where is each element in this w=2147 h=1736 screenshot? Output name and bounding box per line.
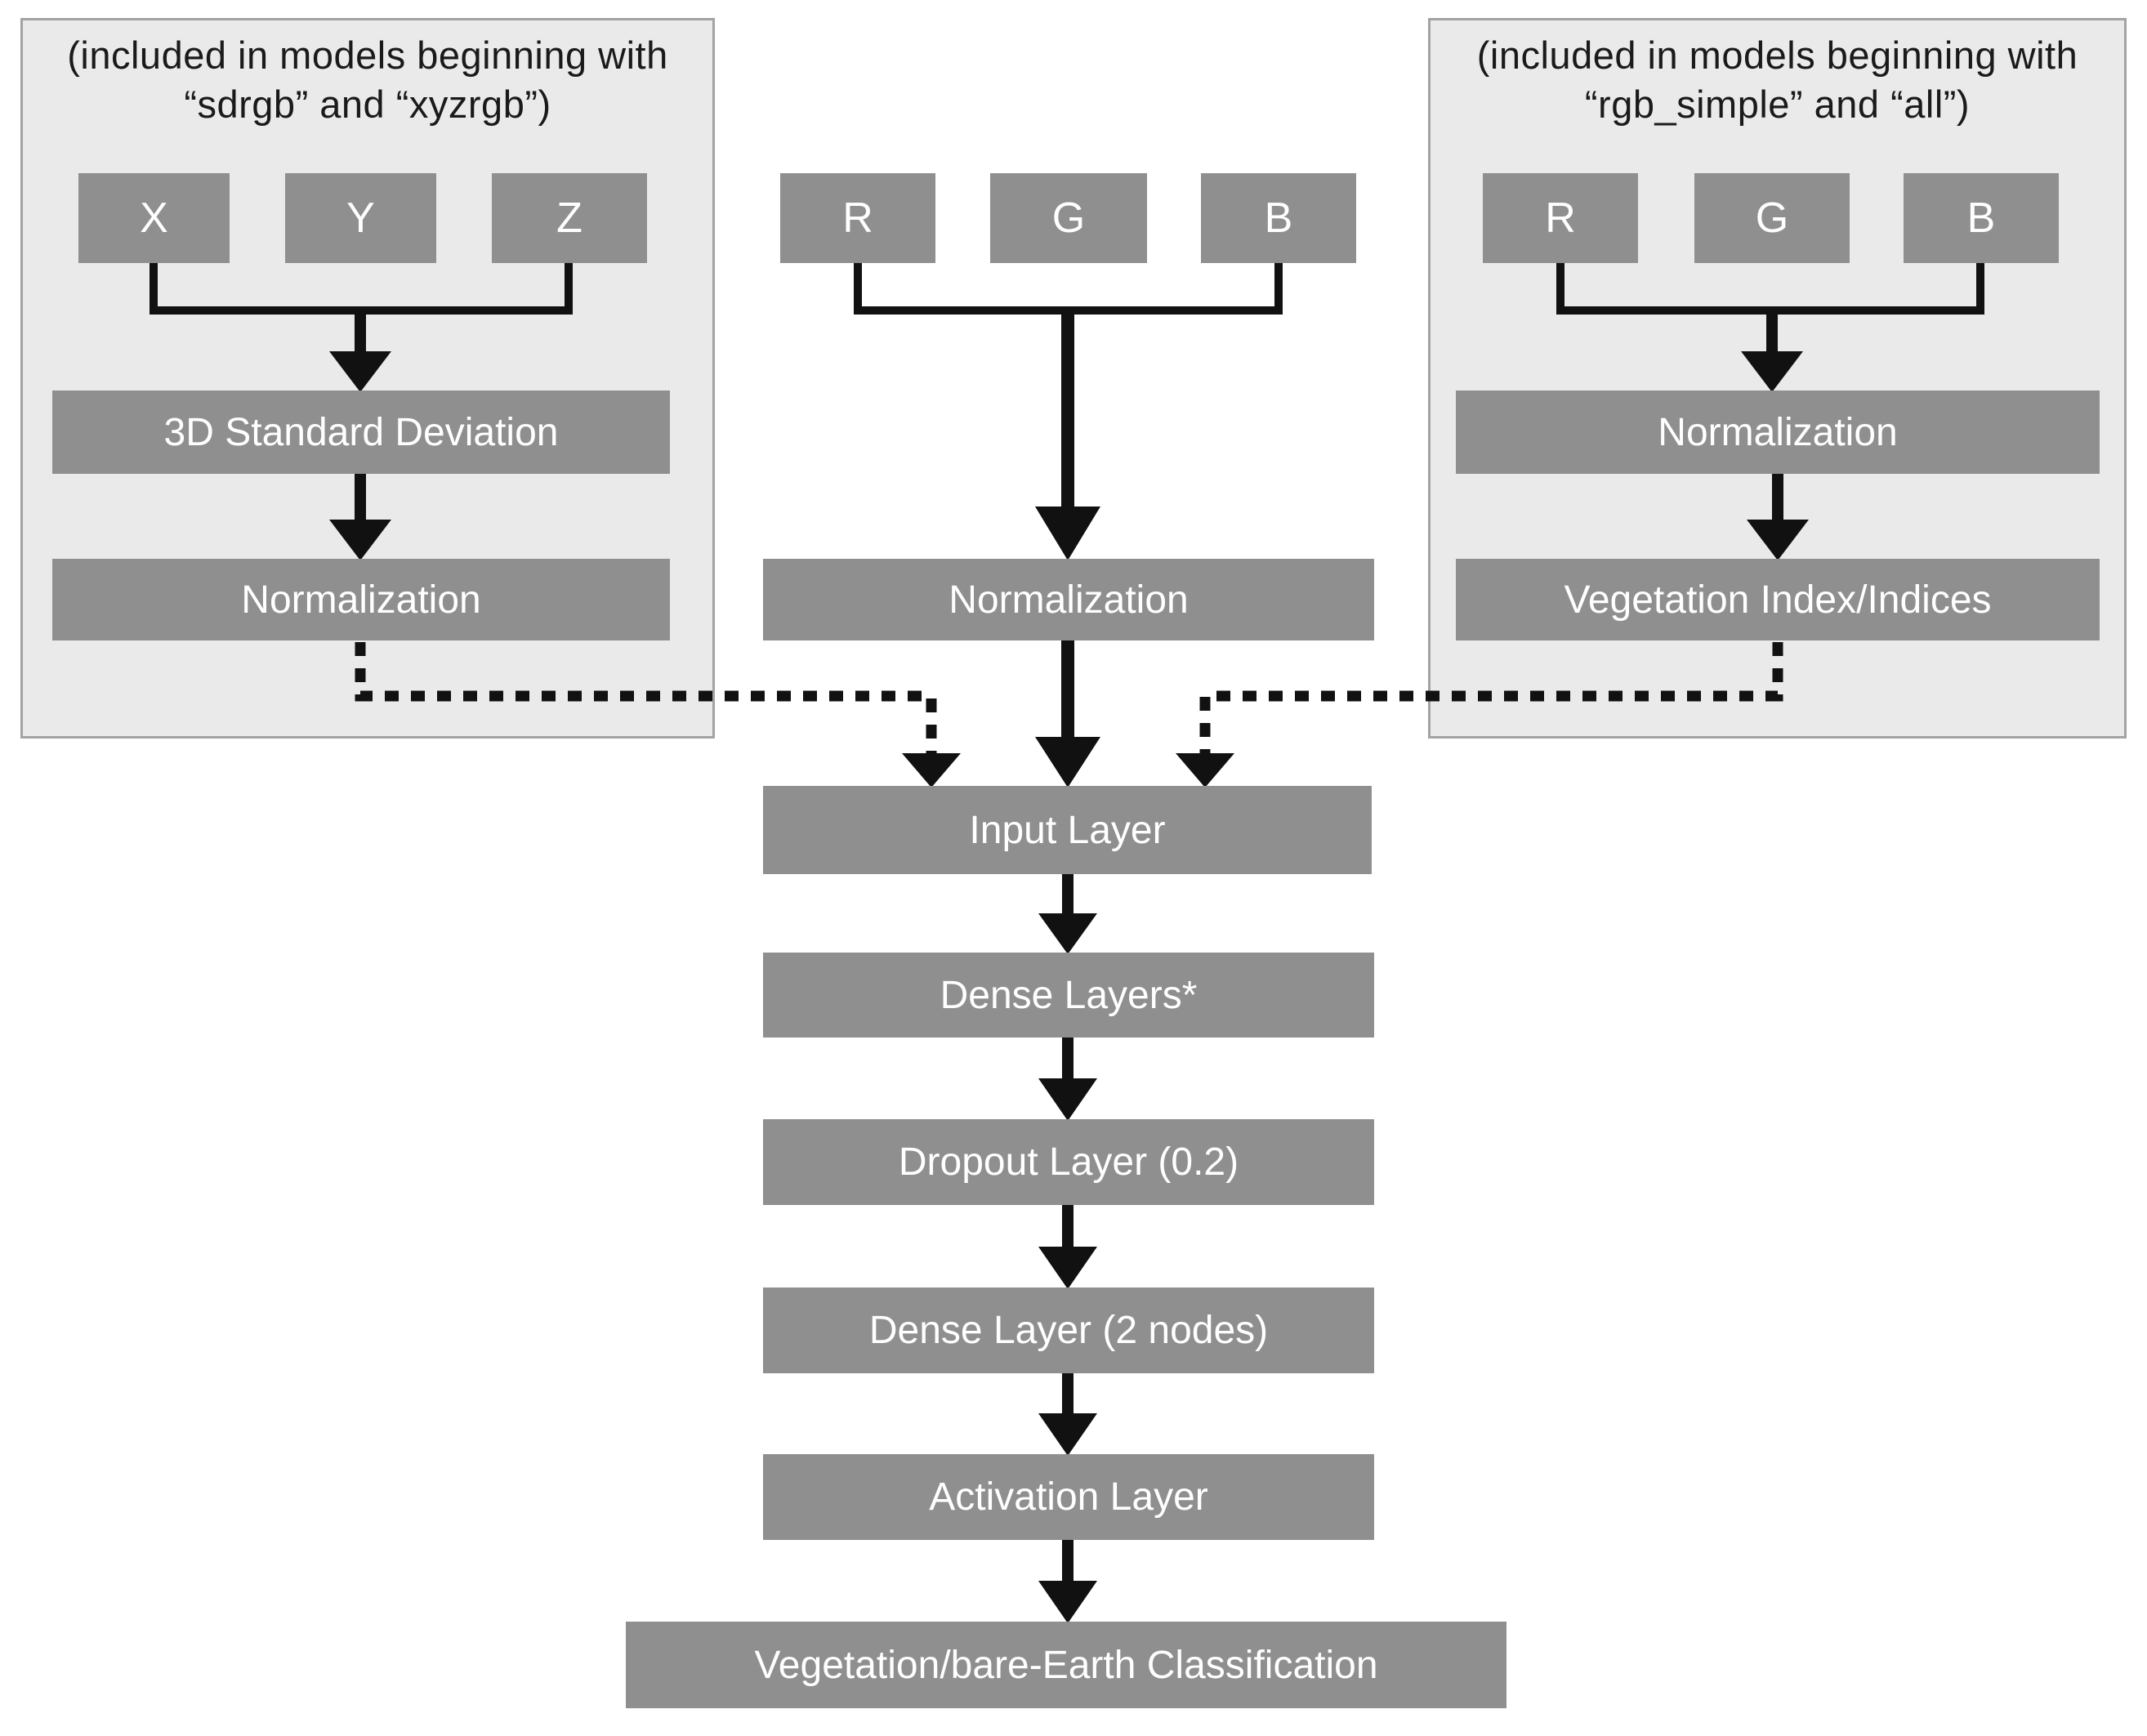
input-box-b-center: B [1201, 173, 1356, 263]
input-box-g-center: G [990, 173, 1147, 263]
step-dense-layers: Dense Layers* [763, 953, 1374, 1038]
step-center-normalization: Normalization [763, 559, 1374, 640]
input-box-x: X [78, 173, 230, 263]
input-box-b-right: B [1904, 173, 2059, 263]
input-box-r-right: R [1483, 173, 1638, 263]
input-box-r-center: R [780, 173, 935, 263]
step-activation-layer: Activation Layer [763, 1454, 1374, 1540]
step-left-normalization: Normalization [52, 559, 670, 640]
step-3d-standard-deviation: 3D Standard Deviation [52, 390, 670, 474]
input-box-g-right: G [1694, 173, 1850, 263]
step-input-layer: Input Layer [763, 786, 1372, 874]
input-box-y: Y [285, 173, 436, 263]
step-vegetation-index-indices: Vegetation Index/Indices [1456, 559, 2100, 640]
panel-right-caption: (included in models beginning with “rgb_… [1476, 33, 2078, 127]
step-dropout-layer: Dropout Layer (0.2) [763, 1119, 1374, 1205]
step-vegetation-bare-earth-classification: Vegetation/bare-Earth Classification [626, 1622, 1506, 1708]
step-right-normalization: Normalization [1456, 390, 2100, 474]
panel-left-caption: (included in models beginning with “sdrg… [67, 33, 668, 127]
step-dense-layer-2-nodes: Dense Layer (2 nodes) [763, 1287, 1374, 1373]
input-box-z: Z [492, 173, 647, 263]
